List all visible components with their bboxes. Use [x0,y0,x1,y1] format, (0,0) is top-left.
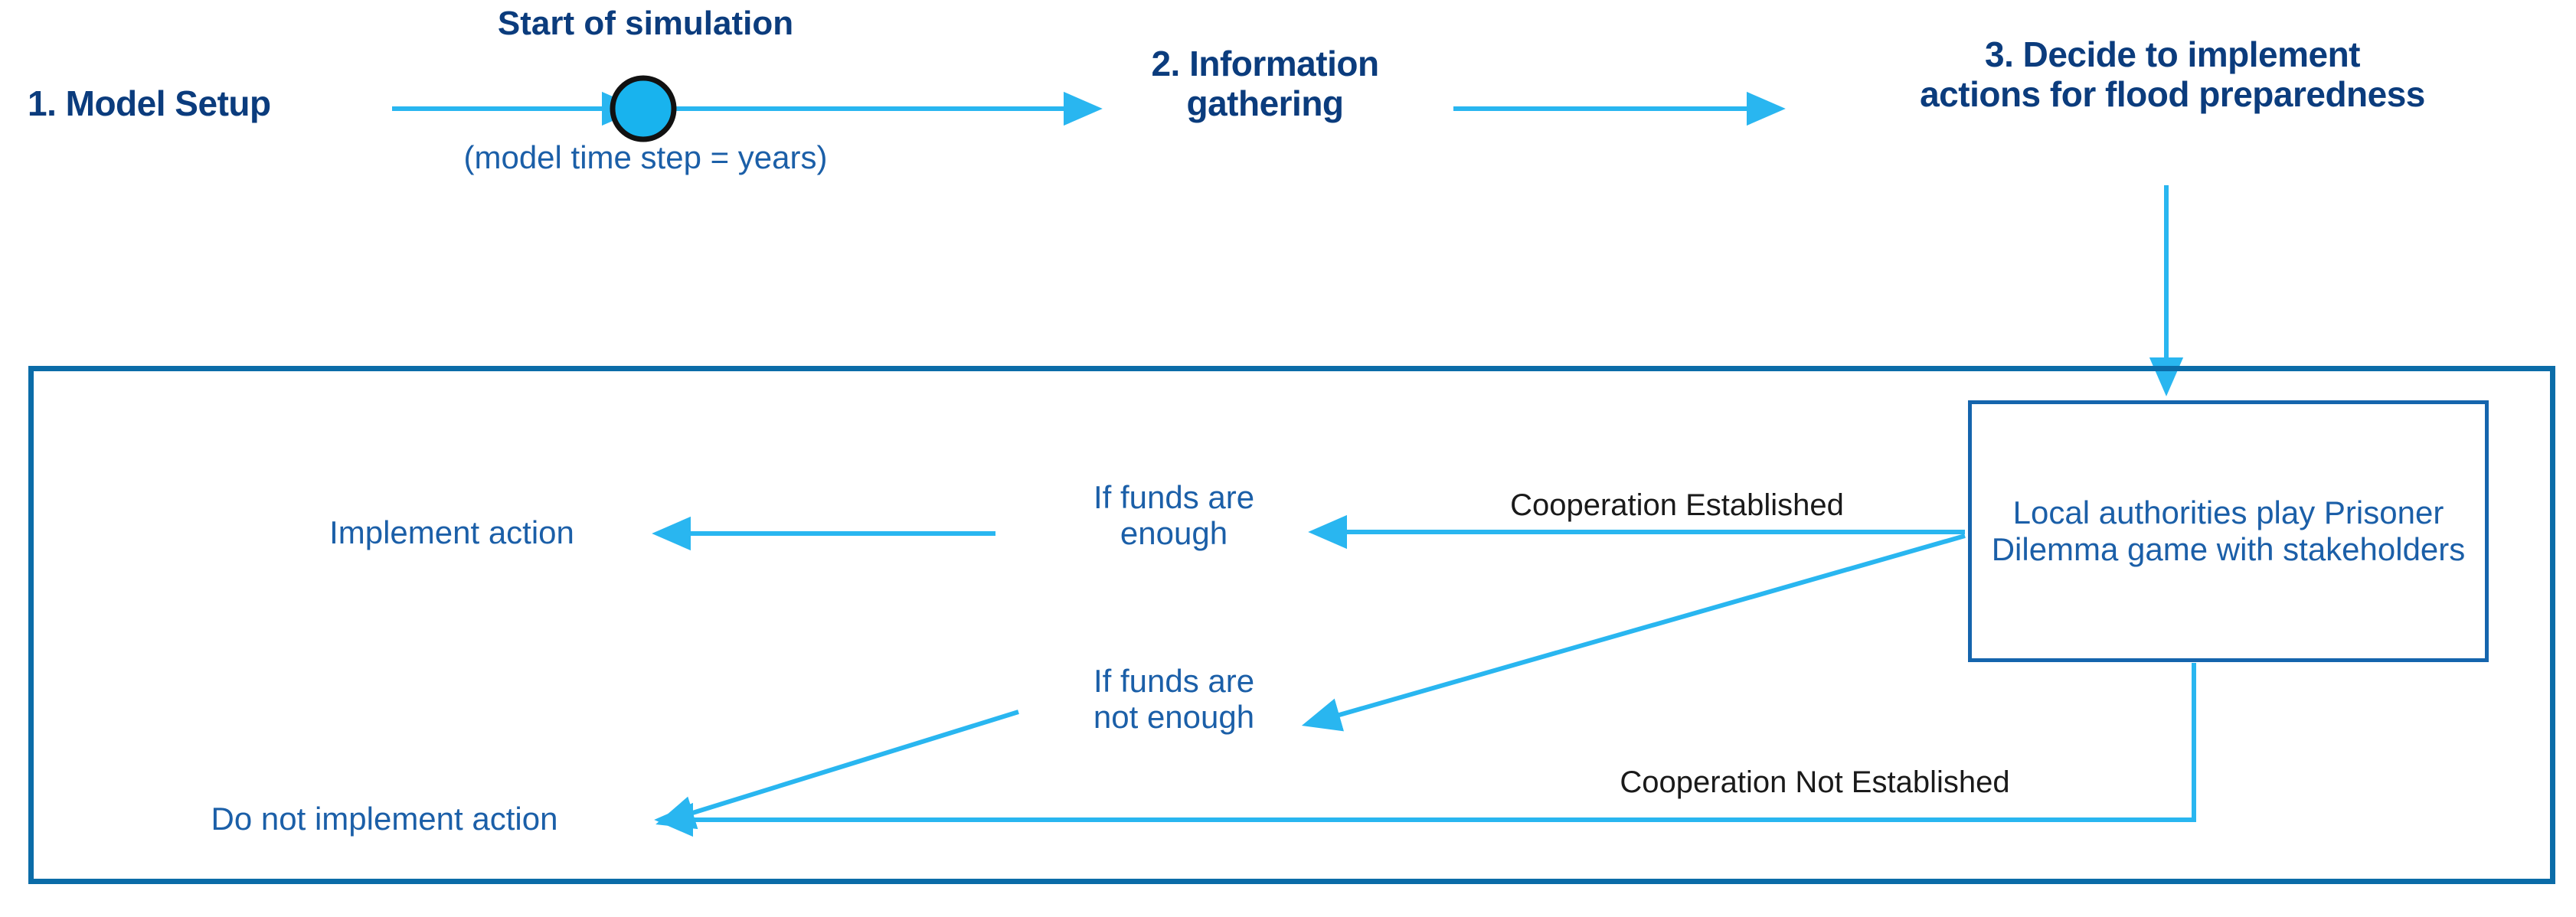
condition-funds-enough: If funds are enough [1093,479,1255,552]
edge-label-cooperation-not-established: Cooperation Not Established [1620,765,2010,799]
edge-label-cooperation-established: Cooperation Established [1510,488,1844,522]
stage-2-label: 2. Information gathering [1151,44,1379,123]
prisoner-dilemma-box-label: Local authorities play Prisoner Dilemma … [1991,494,2466,567]
start-of-simulation-circle [610,75,677,142]
stage-1-label: 1. Model Setup [28,83,271,123]
outcome-do-not-implement-action: Do not implement action [211,801,558,837]
stage-3-label: 3. Decide to implement actions for flood… [1920,34,2425,114]
outcome-implement-action: Implement action [329,514,574,550]
condition-funds-not-enough: If funds are not enough [1093,663,1255,736]
model-time-step-note: (model time step = years) [463,139,828,175]
start-of-simulation-title: Start of simulation [497,5,794,42]
prisoner-dilemma-box[interactable]: Local authorities play Prisoner Dilemma … [1968,400,2489,662]
decision-process-frame [28,366,2555,884]
